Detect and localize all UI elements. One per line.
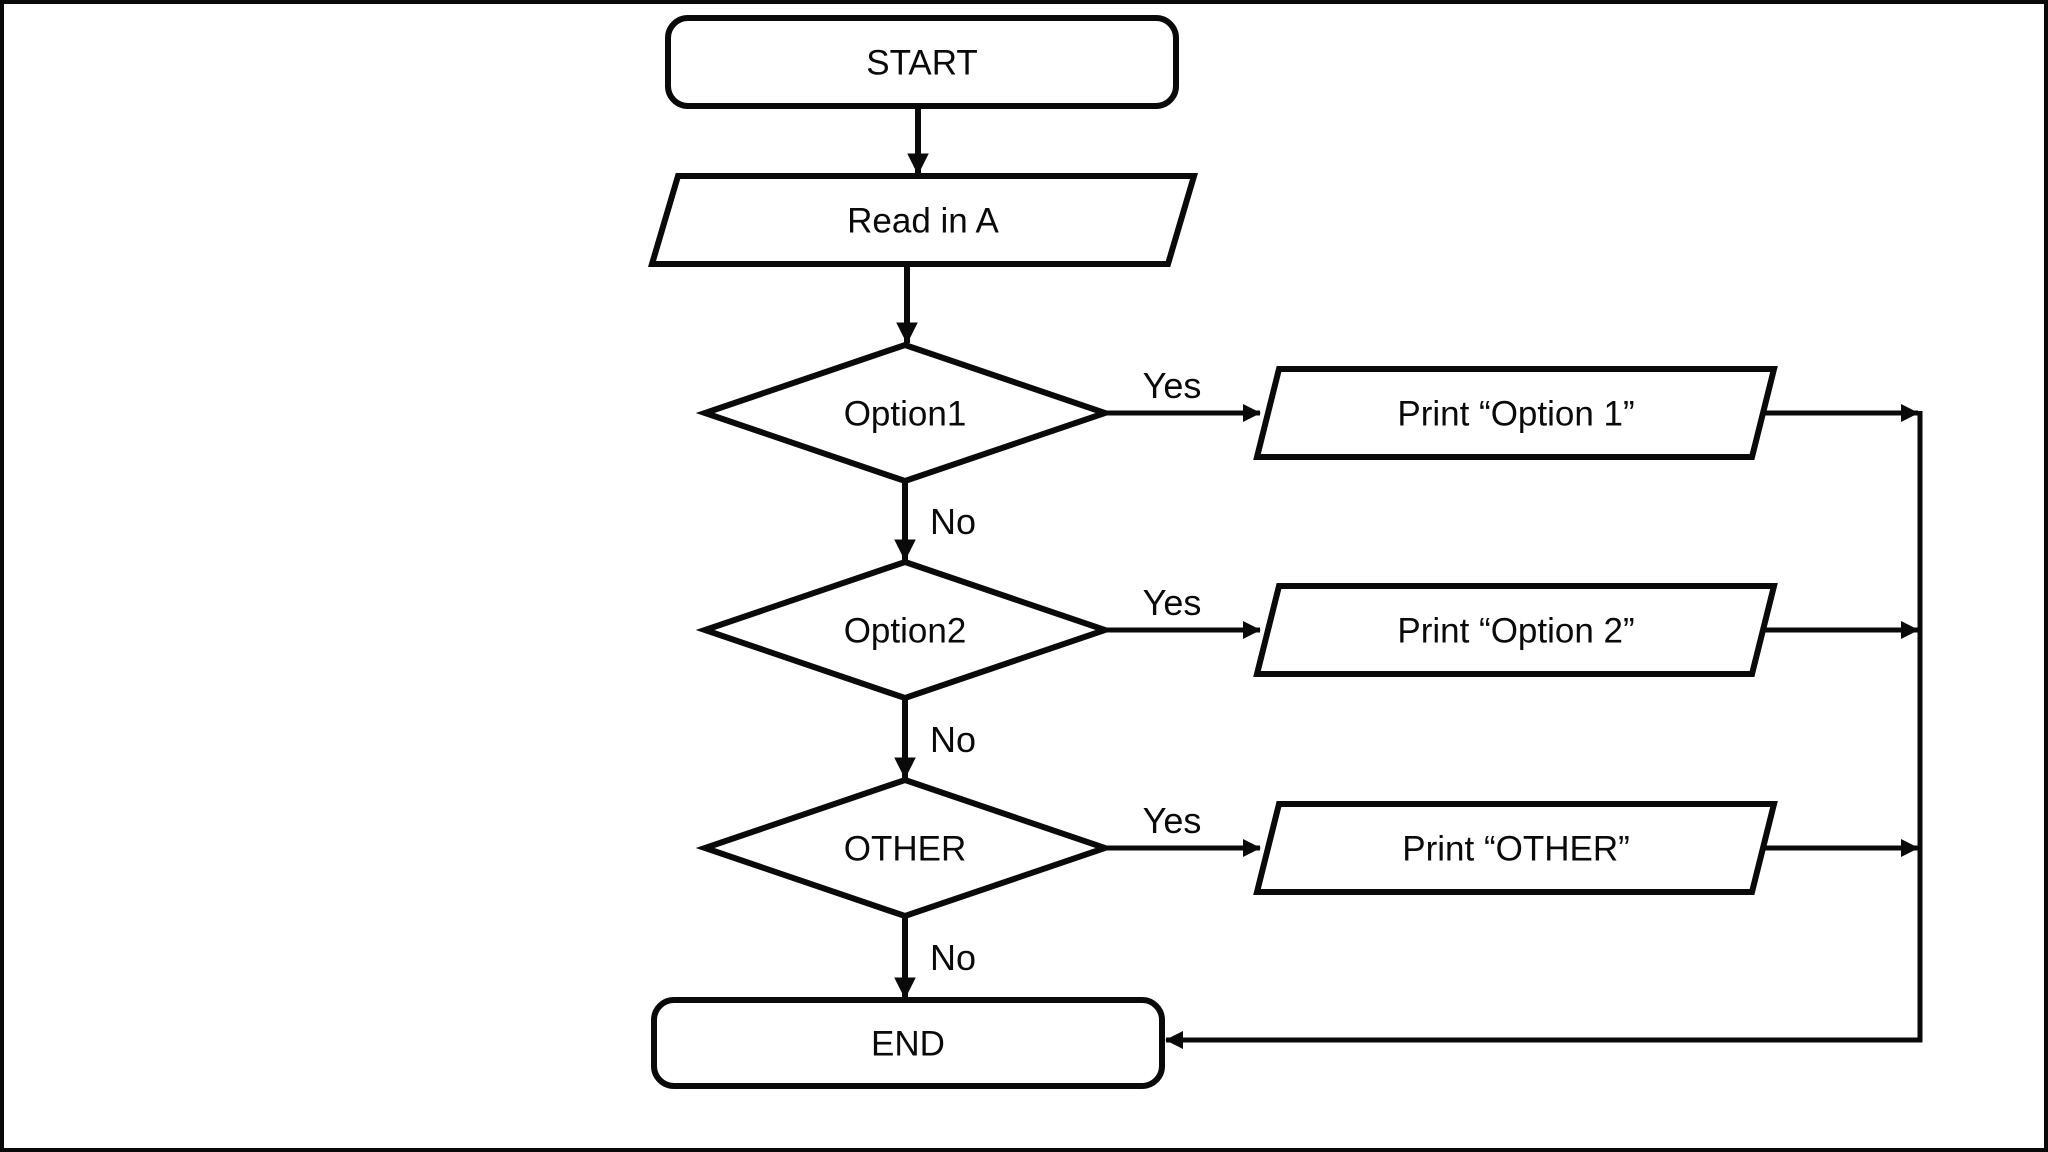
end-node: [651, 997, 1165, 1089]
print-option1-label: Print “Option 1”: [1397, 395, 1634, 434]
no-label-option2: No: [930, 719, 976, 760]
no-label-other: No: [930, 937, 976, 978]
option2-label: Option2: [844, 612, 967, 651]
print-other-node: [1253, 801, 1778, 895]
start-node: [665, 15, 1179, 109]
no-label-option1: No: [930, 501, 976, 542]
print-option1-node: [1253, 366, 1778, 460]
read-in-a-node: [647, 173, 1199, 267]
merge-rail-to-end: [1165, 411, 1923, 1049]
yes-label-option2: Yes: [1143, 582, 1202, 623]
print-other-label: Print “OTHER”: [1402, 830, 1630, 869]
print-option2-node: [1253, 583, 1778, 677]
yes-label-option1: Yes: [1143, 365, 1202, 406]
end-label: END: [871, 1025, 945, 1064]
start-label: START: [866, 44, 978, 83]
other-label: OTHER: [844, 830, 967, 869]
option1-label: Option1: [844, 395, 967, 434]
yes-label-other: Yes: [1143, 800, 1202, 841]
read-in-a-label: Read in A: [847, 202, 999, 241]
print-option2-label: Print “Option 2”: [1397, 612, 1634, 651]
